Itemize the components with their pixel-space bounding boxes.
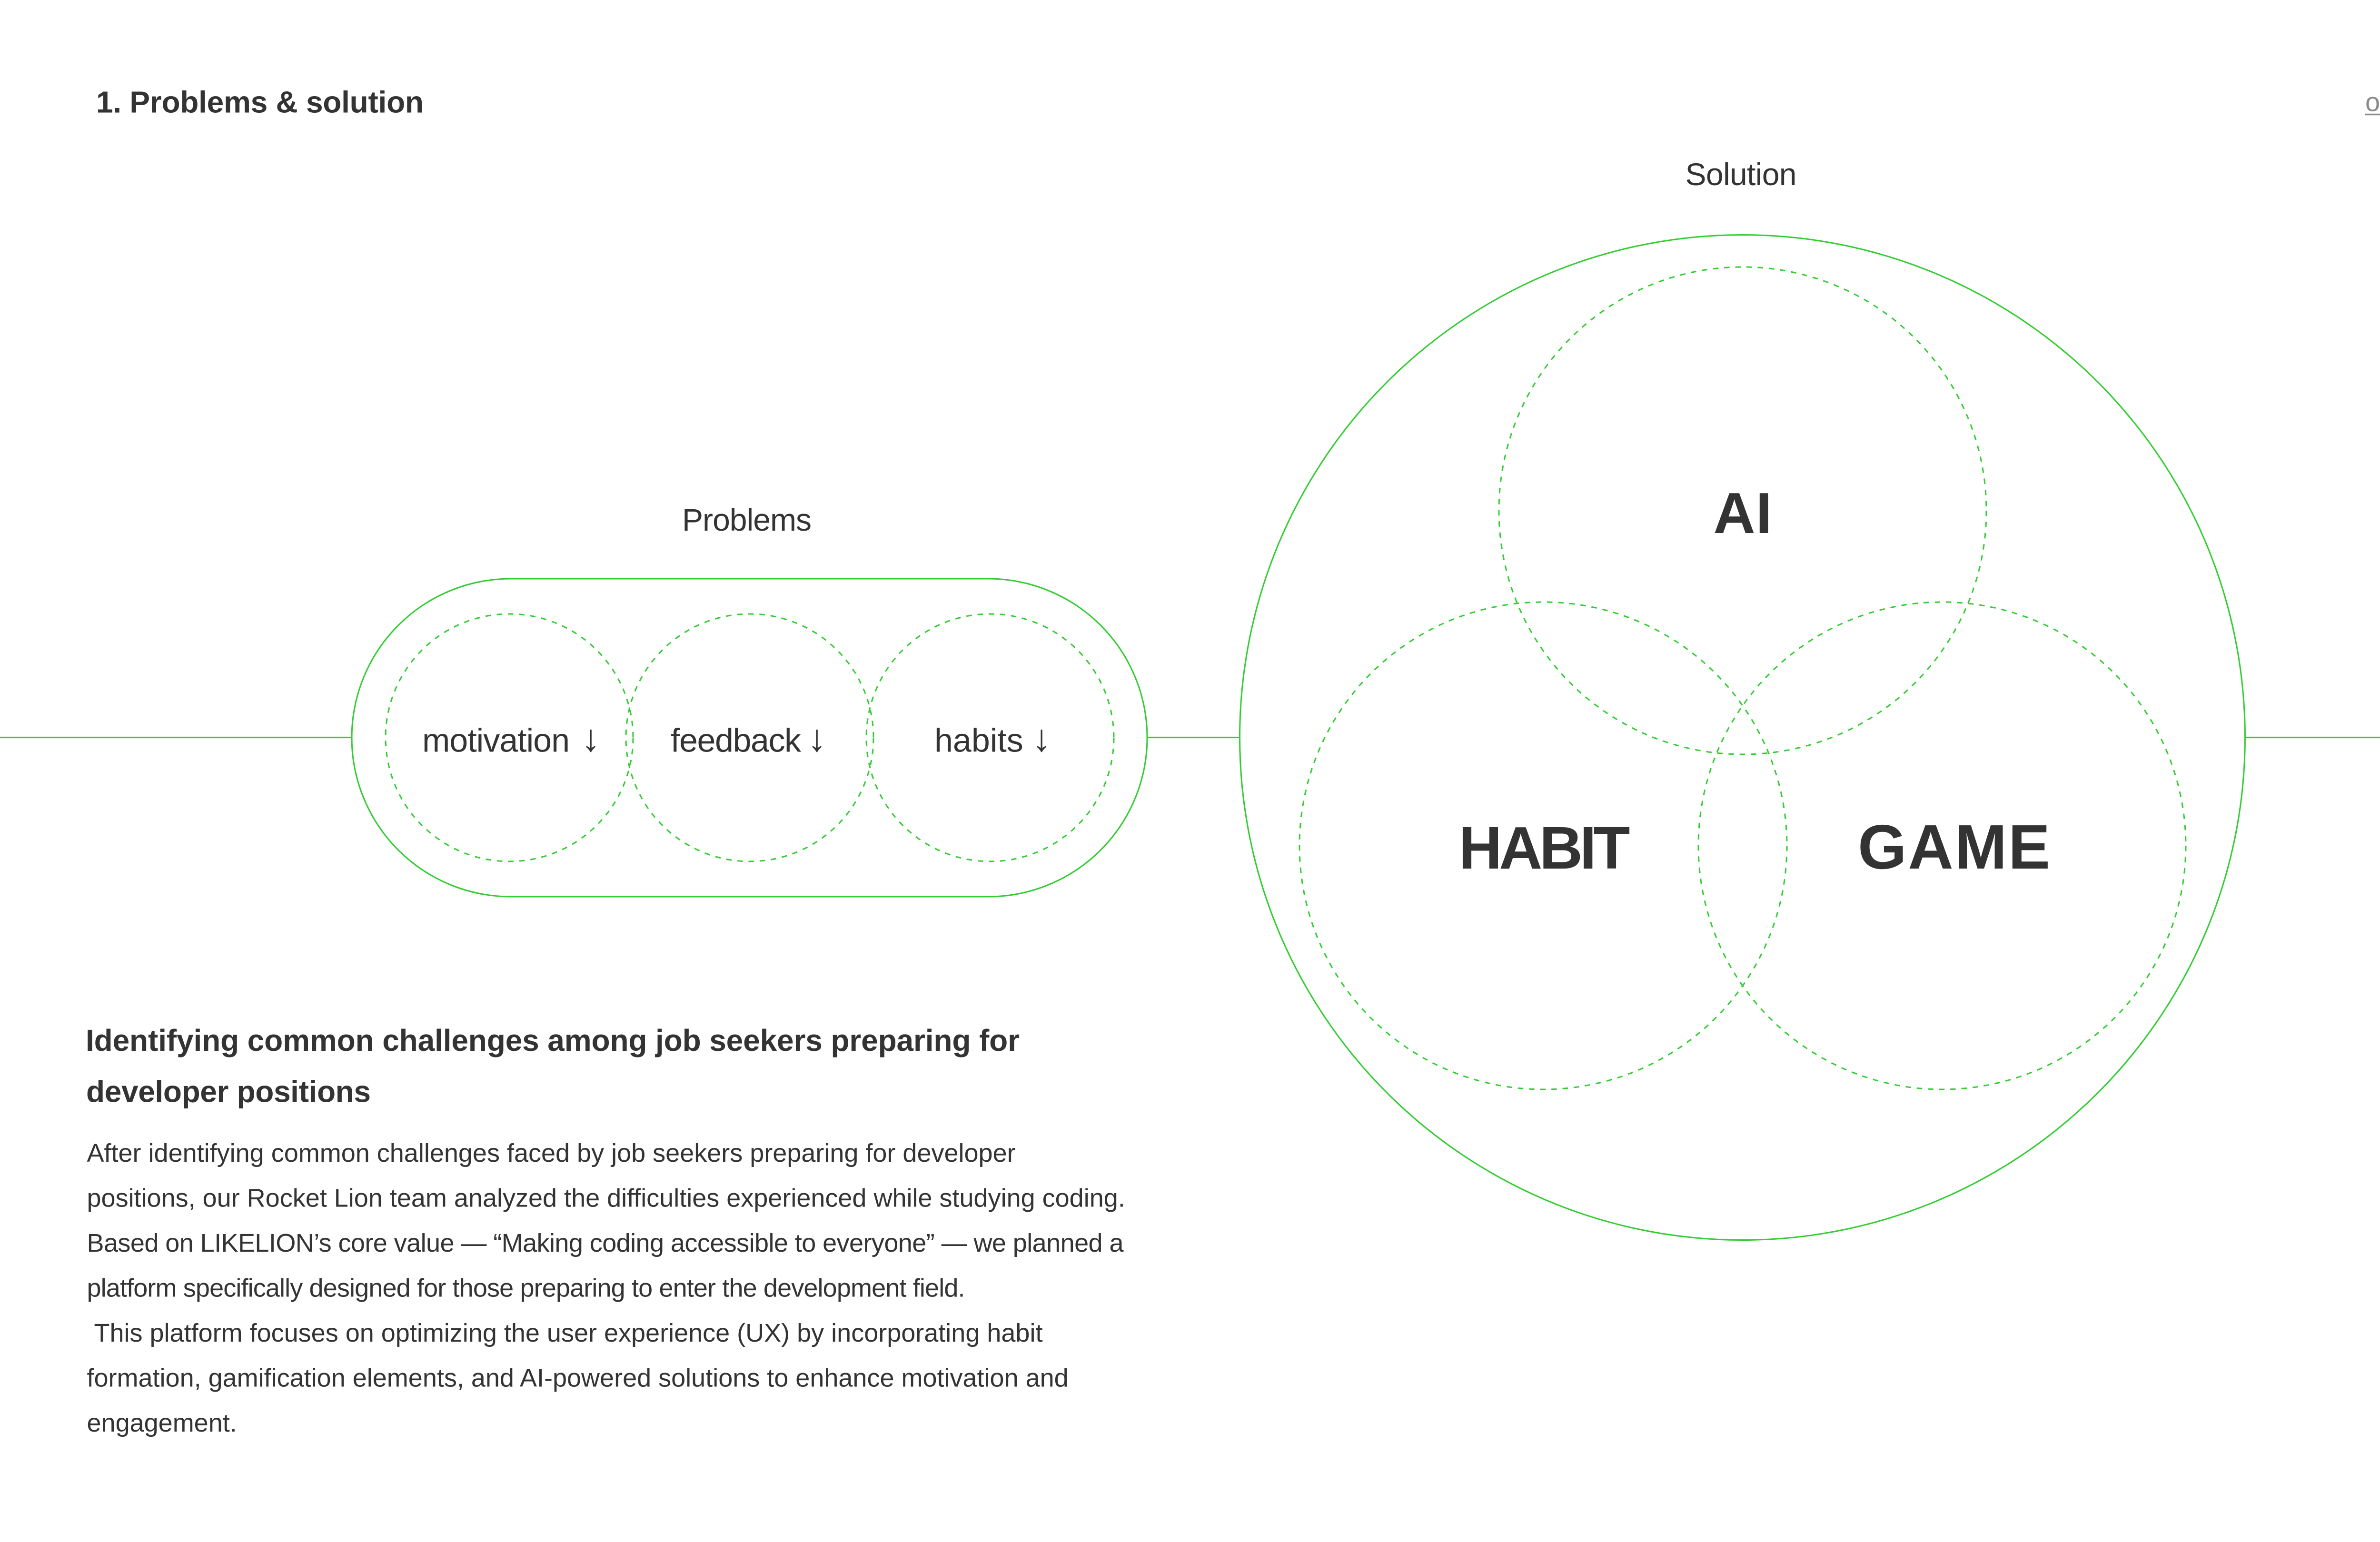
svg-text:formation, gamification elemen: formation, gamification elements, and AI… (87, 1364, 1069, 1393)
svg-text:HABIT: HABIT (1459, 814, 1630, 881)
svg-text:positions, our Rocket Lion tea: positions, our Rocket Lion team analyzed… (87, 1184, 1125, 1213)
svg-text:↓: ↓ (1032, 717, 1051, 759)
svg-text:platform specifically designed: platform specifically designed for those… (87, 1274, 965, 1303)
svg-text:Based on LIKELION’s core value: Based on LIKELION’s core value — “Making… (87, 1229, 1124, 1257)
svg-text:Solution: Solution (1686, 157, 1797, 192)
svg-text:After identifying common chall: After identifying common challenges face… (87, 1139, 1016, 1167)
svg-text:↓: ↓ (581, 717, 600, 759)
svg-text:feedback: feedback (671, 722, 802, 759)
svg-text:habits: habits (934, 722, 1023, 759)
svg-text:engagement.: engagement. (87, 1409, 237, 1437)
svg-text:↓: ↓ (807, 717, 826, 759)
svg-text:1. Problems & solution: 1. Problems & solution (96, 85, 424, 119)
svg-text:online questionnaire URL: online questionnaire URL (2365, 87, 2380, 117)
svg-text:This platform focuses on optim: This platform focuses on optimizing the … (87, 1319, 1043, 1347)
svg-text:Identifying common challenges: Identifying common challenges among job … (86, 1023, 1020, 1058)
svg-text:AI: AI (1714, 481, 1772, 545)
svg-text:motivation: motivation (422, 722, 570, 759)
svg-text:developer positions: developer positions (86, 1075, 371, 1109)
svg-text:Problems: Problems (682, 502, 812, 537)
